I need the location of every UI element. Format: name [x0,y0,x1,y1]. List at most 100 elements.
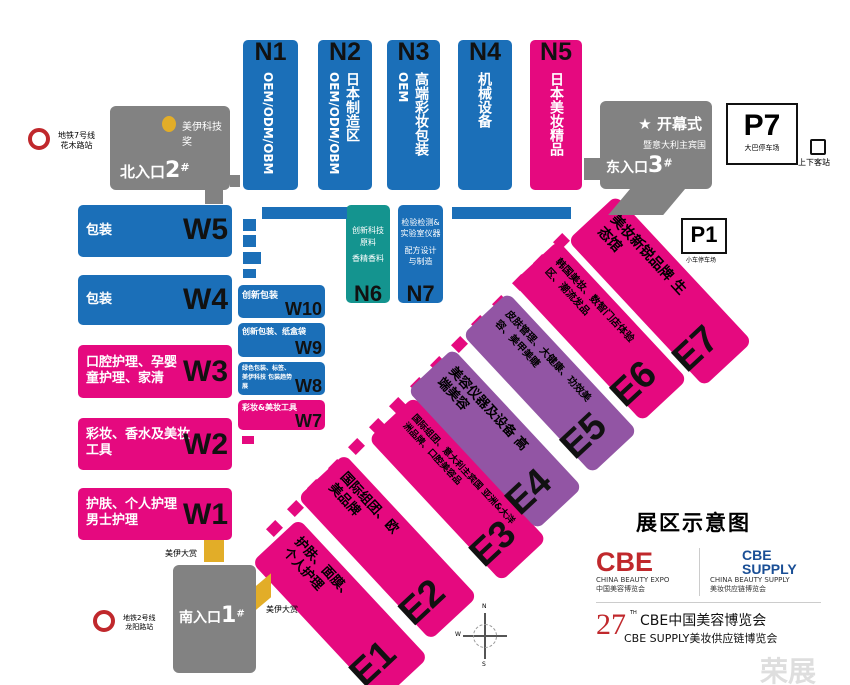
hall-w8[interactable]: 绿色包装、标签、美伊科技 包装趋势展 W8 [238,362,325,396]
booth [262,207,279,219]
metro-icon [93,610,115,632]
hall-code: W7 [295,411,322,431]
hall-code: W8 [295,376,322,396]
hall-desc: 香精香料 [352,254,384,263]
award-label: 美伊大赏 [266,605,298,614]
hall-n5[interactable]: N5 日本美妆精品 [530,38,582,190]
meiyi-logo-icon [162,116,176,132]
cbe-logo-text: CBE [596,547,654,577]
entrance-mark: # [236,608,245,620]
hall-code: N5 [540,38,572,66]
parking-label: 小车停车场 [686,257,717,264]
hall-w4[interactable]: 包装 W4 [78,275,232,325]
watermark: 荣展 [760,655,817,685]
north-entrance[interactable]: 美伊科技奖 北入口2# [110,106,230,190]
hall-w3[interactable]: 口腔护理、孕婴童护理、家清 W3 [78,345,232,398]
hall-n6[interactable]: 创新科技原料 香精香料 N6 [346,205,390,306]
booth [520,207,537,219]
supply-logo-text: SUPPLY [742,561,797,577]
hall-w5[interactable]: 包装 W5 [78,205,232,257]
entrance-number: 2 [165,158,181,183]
hall-w1[interactable]: 护肤、个人护理 男士护理 W1 [78,488,232,540]
award-label: 美伊科技奖 [182,122,222,148]
hall-code: W2 [183,428,228,461]
hall-desc: 机械设备 [476,72,492,128]
hall-w7[interactable]: 彩妆&美妆工具 W7 [238,400,325,431]
supply-logo-cn: 美妆供应链博览会 [710,585,766,593]
opening-ceremony-label: 开幕式 [656,115,702,133]
hall-code: N1 [254,38,287,66]
supply-logo-text: CBE [742,547,772,563]
booth [330,207,347,219]
booth [452,207,469,219]
hall-n2[interactable]: N2 日本制造区 OEM/ODM/OBM [318,38,372,190]
hall-w10[interactable]: 创新包装 W10 [238,285,325,319]
booth [243,235,256,247]
hall-desc: OEM/ODM/OBM [261,72,275,175]
hall-desc: 绿色包装、标签、美伊科技 包装趋势展 [242,365,293,390]
hall-desc: 创新包装 [242,291,279,301]
hall-n4[interactable]: N4 机械设备 [458,38,512,190]
booth [537,207,554,219]
hall-desc: 高端彩妆包装 [413,72,429,156]
hall-code: N4 [469,38,501,66]
booth [242,436,254,444]
hall-desc: 彩妆、香水及美妆工具 [86,427,191,458]
hall-desc: 配方设计与制造 [404,246,437,266]
compass-north: N [482,603,487,610]
award-label: 美伊大赏 [165,549,197,558]
cbe-logo-en: CHINA BEAUTY EXPO [596,576,670,584]
edition-number: 27 [596,608,626,641]
hall-code: E2 [390,570,454,634]
booth [243,252,261,264]
metro-station: 龙阳路站 [125,623,154,631]
cbe-logo-cn: 中国美容博览会 [596,585,645,593]
east-entrance[interactable]: ★ 开幕式 暨意大利主宾国 东入口3# [600,101,712,189]
parking-code: P1 [690,222,718,247]
hall-w2[interactable]: 彩妆、香水及美妆工具 W2 [78,418,232,470]
hall-code: W9 [295,338,322,358]
meiyi-award-booth [204,540,224,562]
bus-icon [810,139,826,155]
hall-desc: 创新科技原料 [352,226,384,247]
hall-code: N6 [353,281,383,306]
hall-desc: 日本制造区 [344,72,360,142]
hall-w9[interactable]: 创新包装、纸盒袋 W9 [238,323,325,358]
entrance-label: 北入口 [120,163,166,181]
entrance-number: 3 [648,153,664,178]
booth [554,207,571,219]
hall-code: W1 [183,498,228,531]
north-entrance-connector [230,175,240,187]
hall-desc: 国际组团、欧美品牌 [325,469,402,537]
event-name-line2: CBE SUPPLY美妆供应链博览会 [624,632,778,645]
parking-label: 大巴停车场 [744,144,780,152]
hall-desc: 护肤、个人护理 男士护理 [86,497,178,528]
hall-n7[interactable]: 检验检测&实验室仪器 配方设计与制造 N7 [398,205,443,306]
hall-desc: 包装 [86,292,113,307]
booth [243,219,256,231]
hall-desc: 检验检测&实验室仪器 [400,218,441,238]
south-entrance[interactable]: 南入口1# [173,565,256,673]
supply-logo-en: CHINA BEAUTY SUPPLY [710,576,790,584]
hall-code: N2 [329,38,361,66]
hall-code: W3 [183,355,228,388]
star-icon: ★ [638,115,652,133]
parking-p7: P7 大巴停车场 [726,103,798,165]
metro-icon [28,128,50,150]
booth [486,207,503,219]
hall-desc: OEM [396,72,410,103]
logo-divider [699,548,700,596]
hall-n1[interactable]: N1 OEM/ODM/OBM [243,38,298,190]
booth [313,207,330,219]
booth [348,438,365,455]
booth [243,269,256,278]
hall-desc: 彩妆&美妆工具 [242,403,297,412]
hall-desc: 口腔护理、孕婴童护理、家清 [86,355,178,386]
map-title: 展区示意图 [636,511,751,535]
metro-line: 地铁2号线 [123,614,156,622]
hall-code: W5 [183,213,228,246]
hall-n3[interactable]: N3 高端彩妆包装 OEM [387,38,440,190]
compass-icon: N S W [455,603,515,668]
parking-code: P7 [743,109,781,142]
